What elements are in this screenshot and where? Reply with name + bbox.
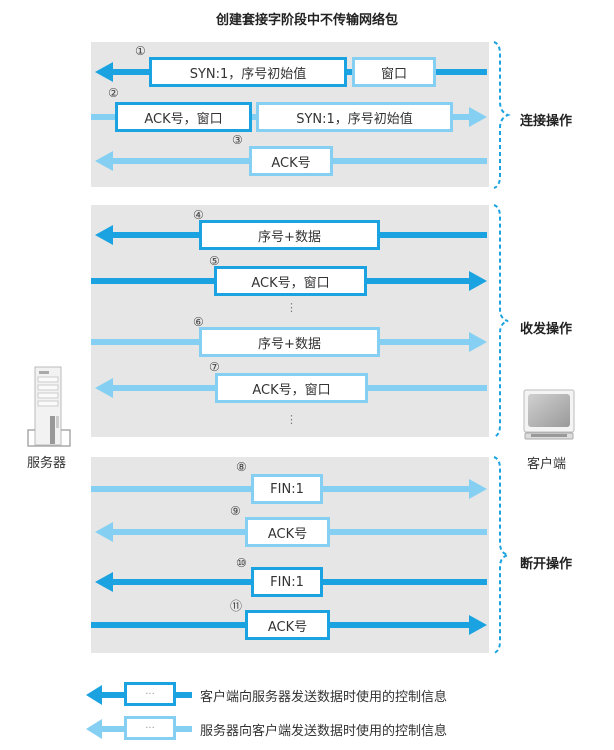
brace-icon [493,41,511,189]
arrow-head-right-icon [469,332,487,352]
packet-field: ACK号，窗口 [115,102,252,132]
step-number: ⑨ [230,504,241,518]
packet-row: FIN:1 [91,565,489,599]
phase-label-transfer: 收发操作 [520,322,573,337]
step-number: ② [108,86,119,100]
arrow-head-left-icon [86,719,102,739]
phase-panel-connect: ① SYN:1，序号初始值 窗口 ② ACK号，窗口 SYN:1，序号初始值 ③… [91,42,489,187]
packet-row: SYN:1，序号初始值 窗口 [91,55,489,89]
packet-field: FIN:1 [251,474,323,504]
phase-label-disconnect: 断开操作 [520,557,573,572]
step-number: ⑦ [209,360,220,374]
ellipsis: ⋮ [286,413,297,426]
packet-row: 序号+数据 [91,325,489,359]
ellipsis: ⋮ [286,301,297,314]
arrow-head-left-icon [86,685,102,705]
packet-field: ACK号 [249,146,333,176]
brace-icon [493,456,509,654]
arrow-head-right-icon [469,479,487,499]
step-number: ⑥ [193,315,204,329]
packet-field: FIN:1 [251,567,323,597]
packet-row: ACK号 [91,144,489,178]
packet-field: 窗口 [352,57,436,87]
arrow-head-left-icon [95,62,113,82]
packet-field: ACK号，窗口 [215,373,368,403]
packet-row: 序号+数据 [91,218,489,252]
arrow-head-right-icon [469,271,487,291]
packet-row: ACK号 [91,608,489,642]
arrow-head-left-icon [95,522,113,542]
packet-field: ACK号 [245,610,330,640]
legend-text: 服务器向客户端发送数据时使用的控制信息 [200,724,448,739]
brace-icon [493,204,509,438]
server-tower-icon [27,366,71,447]
arrow-head-left-icon [95,378,113,398]
step-number: ③ [232,133,243,147]
step-number: ⑪ [230,599,243,613]
arrow-head-left-icon [95,151,113,171]
step-number: ④ [193,208,204,222]
arrow-head-left-icon [95,572,113,592]
phase-panel-disconnect: ⑧ FIN:1 ⑨ ACK号 ⑩ FIN:1 ⑪ ACK号 [91,457,489,653]
legend-item: ··· 服务器向客户端发送数据时使用的控制信息 [86,716,606,742]
packet-field: ACK号 [245,517,330,547]
packet-field: 序号+数据 [199,220,380,250]
legend-swatch: ··· [124,716,176,740]
arrow-head-right-icon [469,615,487,635]
diagram-title: 创建套接字阶段中不传输网络包 [215,13,398,28]
step-number: ① [135,44,146,58]
step-number: ⑧ [236,460,247,474]
phase-panel-transfer: ④ 序号+数据 ⑤ ACK号，窗口 ⋮ ⑥ 序号+数据 ⑦ ACK号，窗口 ⋮ [91,205,489,437]
packet-field: SYN:1，序号初始值 [149,57,347,87]
packet-row: ACK号，窗口 [91,264,489,298]
crt-monitor-icon [523,389,575,440]
step-number: ⑤ [209,254,220,268]
phase-label-connect: 连接操作 [520,114,573,129]
packet-row: ACK号，窗口 [91,371,489,405]
server-label: 服务器 [27,456,67,471]
legend-swatch: ··· [124,682,176,706]
legend-item: ··· 客户端向服务器发送数据时使用的控制信息 [86,682,606,708]
packet-field: SYN:1，序号初始值 [256,102,453,132]
arrow-head-right-icon [469,107,487,127]
client-label: 客户端 [527,457,567,472]
packet-row: ACK号 [91,515,489,549]
legend-text: 客户端向服务器发送数据时使用的控制信息 [200,690,448,705]
packet-row: ACK号，窗口 SYN:1，序号初始值 [91,100,489,134]
packet-row: FIN:1 [91,472,489,506]
step-number: ⑩ [236,556,247,570]
packet-field: ACK号，窗口 [214,266,367,296]
arrow-head-left-icon [95,225,113,245]
packet-field: 序号+数据 [199,327,380,357]
